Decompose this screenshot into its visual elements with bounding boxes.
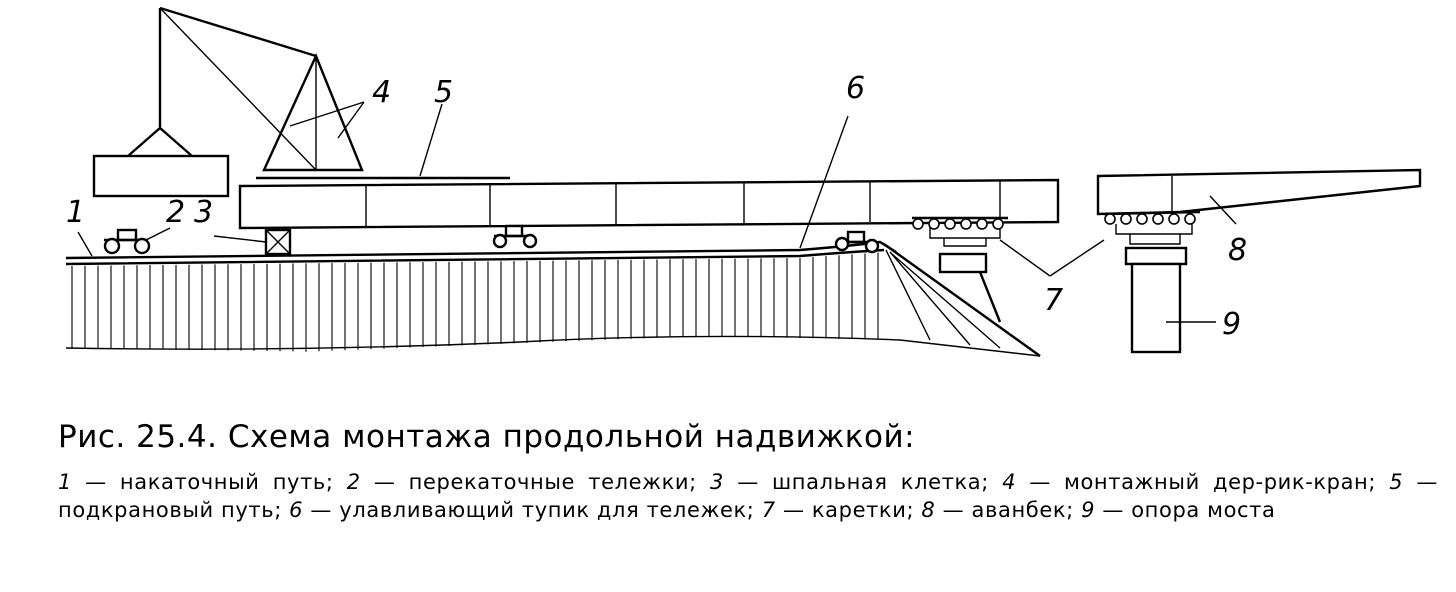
roller: [1184, 213, 1196, 225]
carriages-right: [1103, 210, 1201, 245]
bridge-pier: [1124, 246, 1188, 354]
legend-number: 4: [1002, 470, 1017, 494]
legend-item-8: 8 — аванбек;: [921, 498, 1073, 522]
legend-number: 9: [1081, 498, 1096, 522]
carriages-left: [912, 216, 1008, 323]
bridge-launching-diagram: 1 2 3 4 5 6 7 8 9: [65, 6, 1422, 357]
main-span: [238, 178, 1060, 230]
roller: [1168, 213, 1180, 225]
callout-5: 5: [434, 75, 453, 110]
legend-text: — улавливающий тупик для тележек;: [310, 498, 755, 522]
trolley-left: [103, 228, 151, 255]
dead-end-fill: [885, 249, 1001, 349]
legend-item-6: 6 — улавливающий тупик для тележек;: [289, 498, 754, 522]
trolley-middle: [492, 224, 538, 249]
roller: [976, 218, 988, 230]
legend-item-1: 1 — накаточный путь;: [58, 470, 334, 494]
legend-text: — аванбек;: [942, 498, 1074, 522]
caption-title: Рис. 25.4. Схема монтажа продольной надв…: [58, 419, 916, 455]
legend-number: 7: [761, 498, 776, 522]
launching-nose: [1096, 168, 1422, 216]
legend-text: — опора моста: [1102, 498, 1276, 522]
roller: [1152, 213, 1164, 225]
legend-number: 6: [289, 498, 304, 522]
embankment-base: [65, 335, 1041, 357]
legend-text: — перекаточные тележки;: [373, 470, 697, 494]
carriage-rollers: [912, 213, 1196, 230]
roller: [992, 218, 1004, 230]
callout-1: 1: [66, 195, 85, 230]
legend-item-7: 7 — каретки;: [762, 498, 914, 522]
legend-item-5: 5 — подкрановый путь;: [58, 470, 1438, 522]
derrick-crane: [92, 6, 364, 198]
callout-6: 6: [846, 71, 865, 106]
roller: [1120, 213, 1132, 225]
callout-7: 7: [1044, 283, 1063, 318]
callout-9: 9: [1222, 307, 1241, 342]
legend-text: — накаточный путь;: [85, 470, 334, 494]
roller: [1136, 213, 1148, 225]
roller: [912, 218, 924, 230]
legend-text: — каретки;: [783, 498, 915, 522]
callout-2: 2: [166, 195, 185, 230]
catch-dead-end: [883, 243, 1041, 357]
figure-legend: 1 — накаточный путь; 2 — перекаточные те…: [58, 468, 1438, 524]
roller: [944, 218, 956, 230]
roller: [1104, 213, 1116, 225]
leader-lines: [77, 101, 1237, 323]
roller: [928, 218, 940, 230]
legend-number: 1: [58, 470, 72, 494]
legend-item-9: 9 — опора моста: [1081, 498, 1275, 522]
figure-caption: Рис. 25.4. Схема монтажа продольной надв…: [58, 418, 1438, 524]
callout-8: 8: [1228, 233, 1247, 268]
legend-item-3: 3 — шпальная клетка;: [710, 470, 989, 494]
sleeper-crib: [264, 228, 292, 256]
legend-number: 5: [1389, 470, 1404, 494]
callout-3: 3: [194, 195, 213, 230]
legend-text: — шпальная клетка;: [737, 470, 989, 494]
legend-number: 8: [921, 498, 936, 522]
legend-item-2: 2 — перекаточные тележки;: [347, 470, 697, 494]
trolley-right: [834, 230, 880, 254]
legend-item-4: 4 — монтажный дер-рик-кран;: [1002, 470, 1376, 494]
legend-number: 3: [710, 470, 725, 494]
legend-text: — монтажный дер-рик-кран;: [1029, 470, 1377, 494]
legend-number: 2: [346, 470, 361, 494]
legend-text: — подкрановый путь;: [58, 470, 1439, 522]
embankment-hatching: [71, 252, 879, 352]
callout-4: 4: [372, 75, 391, 110]
roller: [960, 218, 972, 230]
